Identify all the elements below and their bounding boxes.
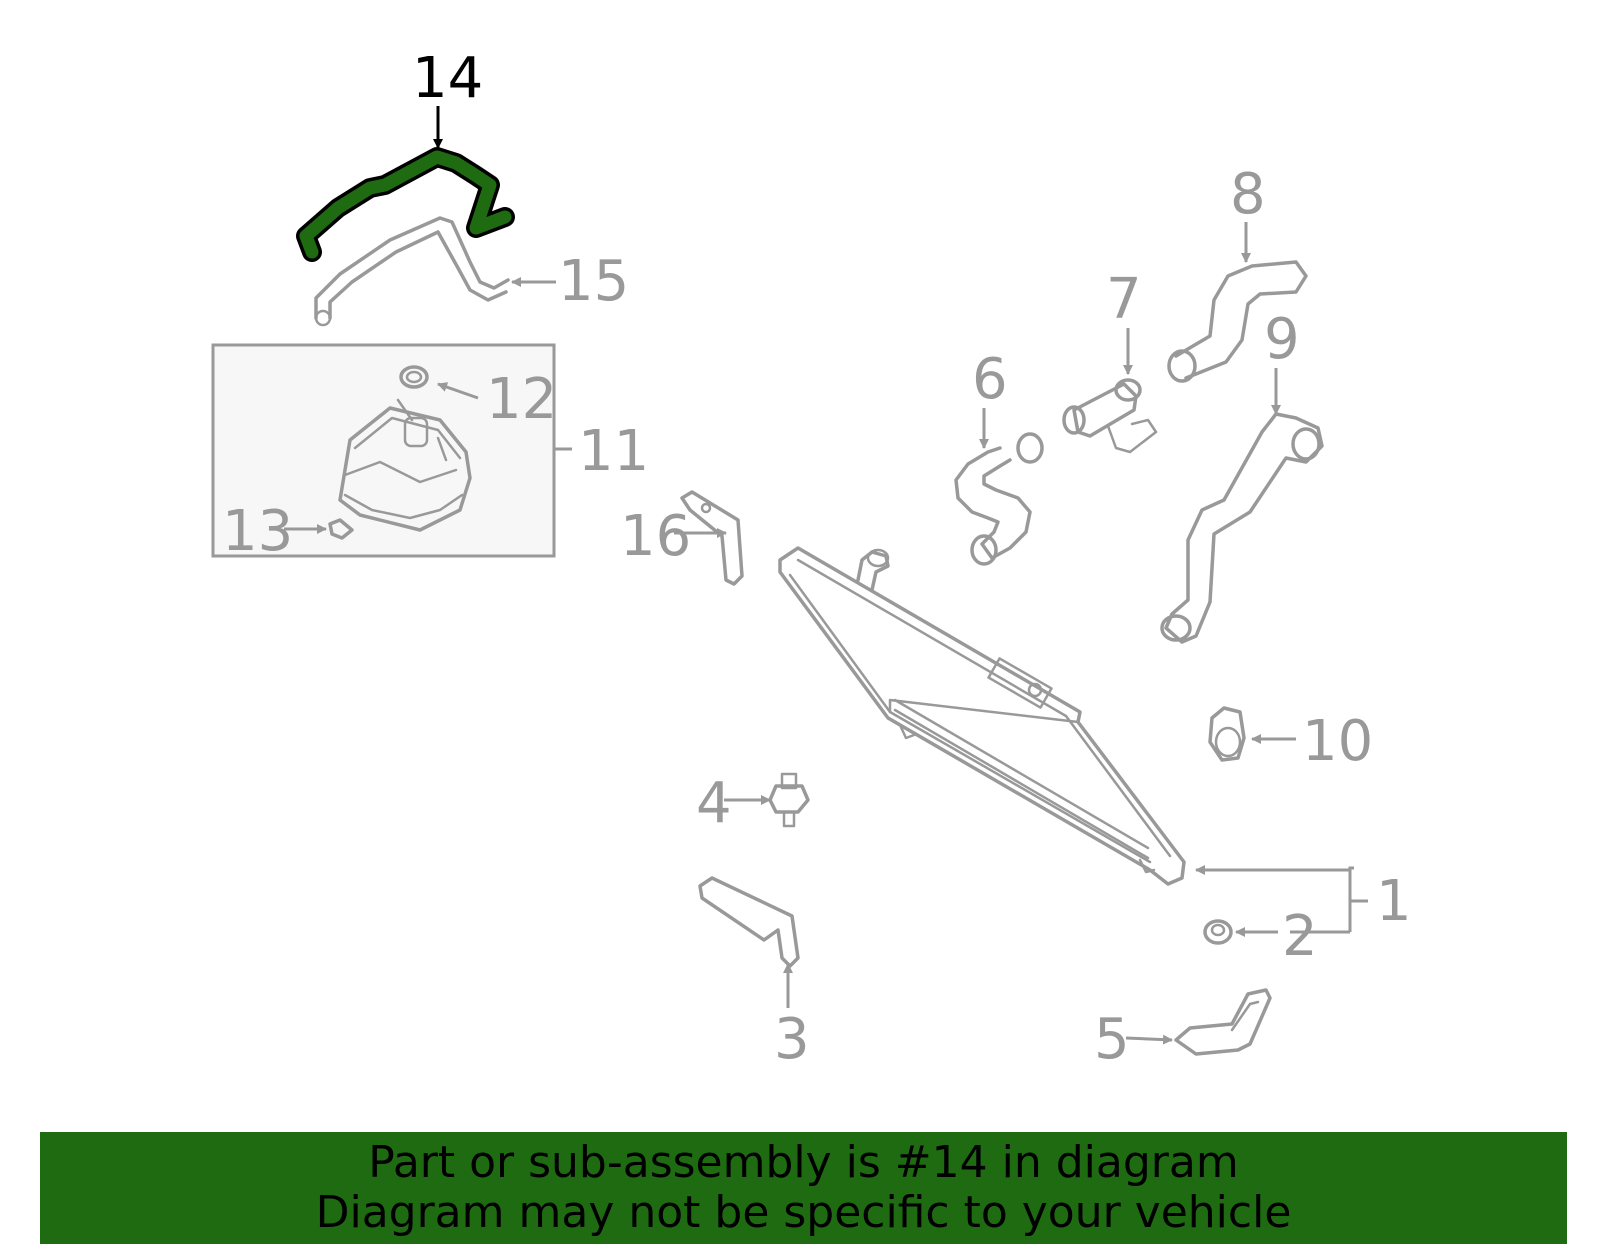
callout-16: 16 [620, 504, 691, 569]
callout-7: 7 [1106, 267, 1142, 332]
banner-line-part: Part or sub-assembly is #14 in diagram [368, 1137, 1239, 1188]
disclaimer-banner: Part or sub-assembly is #14 in diagram D… [40, 1132, 1567, 1244]
callout-4: 4 [696, 771, 732, 836]
callout-9: 9 [1264, 307, 1300, 372]
part-10-clamp[interactable] [1208, 706, 1246, 762]
leader-5 [1125, 1034, 1173, 1045]
part-5-bracket[interactable] [1174, 988, 1272, 1056]
part-7-housing[interactable] [1062, 378, 1158, 454]
part-6-hose[interactable] [954, 432, 1044, 566]
banner-line-disclaimer: Diagram may not be specific to your vehi… [315, 1187, 1292, 1238]
part-13-clip[interactable] [328, 518, 354, 540]
callout-1: 1 [1376, 869, 1412, 934]
leader-12 [437, 382, 479, 400]
part-2-grommet[interactable] [1203, 919, 1233, 945]
part-12-cap-seal[interactable] [399, 365, 429, 389]
leader-1 [1195, 865, 1354, 875]
callout-15: 15 [558, 249, 629, 314]
part-16-bracket[interactable] [680, 490, 744, 586]
callout-14: 14 [412, 46, 483, 111]
part-8-hose[interactable] [1167, 260, 1308, 383]
callout-5: 5 [1094, 1007, 1130, 1072]
callout-8: 8 [1230, 162, 1266, 227]
callout-10: 10 [1302, 709, 1373, 774]
part-15-hose[interactable] [314, 216, 510, 327]
part-9-hose[interactable] [1160, 412, 1324, 644]
callout-2: 2 [1282, 904, 1318, 969]
callout-3: 3 [774, 1007, 810, 1072]
part-4-bolt[interactable] [768, 772, 810, 828]
part-14-hose[interactable] [296, 147, 515, 262]
part-1-radiator[interactable] [778, 546, 1186, 886]
callout-13: 13 [222, 499, 293, 564]
part-3-bracket[interactable] [698, 876, 800, 968]
callout-12: 12 [486, 367, 557, 432]
callout-11: 11 [578, 419, 649, 484]
callout-6: 6 [972, 347, 1008, 412]
part-11-reservoir[interactable] [338, 398, 472, 532]
